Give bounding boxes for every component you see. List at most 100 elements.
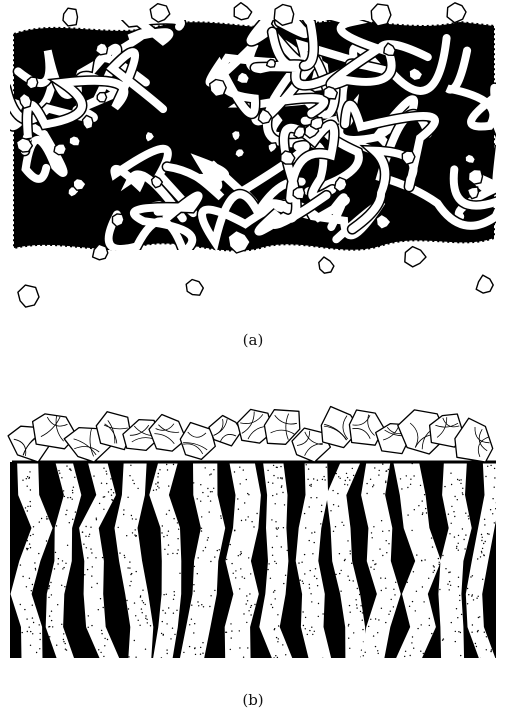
particle xyxy=(27,77,38,89)
stipple-dot xyxy=(202,653,203,654)
stipple-dot xyxy=(341,522,342,523)
stipple-dot xyxy=(29,578,30,579)
stipple-dot xyxy=(356,604,357,605)
stipple-dot xyxy=(416,554,417,555)
stipple-dot xyxy=(353,632,354,633)
stipple-dot xyxy=(362,629,363,630)
stipple-dot xyxy=(217,550,218,551)
stipple-dot xyxy=(98,609,99,610)
stipple-dot xyxy=(126,535,127,536)
stipple-dot xyxy=(366,483,367,484)
stipple-dot xyxy=(134,602,135,603)
stipple-dot xyxy=(63,490,64,491)
stipple-dot xyxy=(373,635,374,636)
stipple-dot xyxy=(195,654,196,655)
stipple-dot xyxy=(434,566,435,567)
particle xyxy=(319,257,334,273)
stipple-dot xyxy=(163,634,164,635)
stipple-dot xyxy=(431,633,432,634)
stipple-dot xyxy=(106,471,107,472)
stipple-dot xyxy=(385,622,386,623)
stipple-dot xyxy=(407,582,408,583)
stipple-dot xyxy=(377,632,378,633)
stipple-dot xyxy=(346,473,347,474)
stipple-dot xyxy=(273,591,274,592)
stipple-dot xyxy=(313,478,314,479)
stipple-dot xyxy=(173,464,174,465)
stipple-dot xyxy=(135,519,136,520)
stipple-dot xyxy=(485,541,486,542)
stipple-dot xyxy=(281,487,282,488)
stipple-dot xyxy=(146,658,147,659)
stipple-dot xyxy=(221,518,222,519)
stipple-dot xyxy=(477,630,478,631)
stipple-dot xyxy=(482,537,483,538)
stipple-dot xyxy=(128,608,129,609)
stipple-dot xyxy=(166,464,167,465)
stipple-dot xyxy=(168,607,169,608)
stipple-dot xyxy=(134,534,135,535)
stipple-dot xyxy=(383,493,384,494)
stipple-dot xyxy=(191,605,192,606)
stipple-dot xyxy=(484,632,485,633)
stipple-dot xyxy=(459,600,460,601)
stipple-dot xyxy=(375,646,376,647)
stipple-dot xyxy=(404,658,405,659)
stipple-dot xyxy=(310,593,311,594)
stipple-dot xyxy=(373,569,374,570)
stipple-dot xyxy=(382,531,383,532)
stipple-dot xyxy=(445,568,446,569)
stipple-dot xyxy=(51,594,52,595)
stipple-dot xyxy=(239,647,240,648)
particle xyxy=(405,247,426,267)
stipple-dot xyxy=(174,591,175,592)
particle xyxy=(113,214,125,227)
stipple-dot xyxy=(458,577,459,578)
stipple-dot xyxy=(375,563,376,564)
stipple-dot xyxy=(320,659,321,660)
stipple-dot xyxy=(386,540,387,541)
stipple-dot xyxy=(352,468,353,469)
stipple-dot xyxy=(468,515,469,516)
stipple-dot xyxy=(85,536,86,537)
stipple-dot xyxy=(213,469,214,470)
stipple-dot xyxy=(337,493,338,494)
stipple-dot xyxy=(382,464,383,465)
stipple-dot xyxy=(56,525,57,526)
stipple-dot xyxy=(314,576,315,577)
stipple-dot xyxy=(238,555,239,556)
stipple-dot xyxy=(30,501,31,502)
stipple-dot xyxy=(386,470,387,471)
stipple-dot xyxy=(27,476,28,477)
stipple-dot xyxy=(460,483,461,484)
stipple-dot xyxy=(246,595,247,596)
stipple-dot xyxy=(46,518,47,519)
stipple-dot xyxy=(233,573,234,574)
stipple-dot xyxy=(475,643,476,644)
stipple-dot xyxy=(245,519,246,520)
stipple-dot xyxy=(132,518,133,519)
stipple-dot xyxy=(373,484,374,485)
stipple-dot xyxy=(103,509,104,510)
stipple-dot xyxy=(161,657,162,658)
stipple-dot xyxy=(322,658,323,659)
stipple-dot xyxy=(458,535,459,536)
stipple-dot xyxy=(172,553,173,554)
stipple-dot xyxy=(157,482,158,483)
stipple-dot xyxy=(420,485,421,486)
particle xyxy=(96,43,108,55)
stipple-dot xyxy=(131,515,132,516)
stipple-dot xyxy=(366,493,367,494)
stipple-dot xyxy=(248,516,249,517)
stipple-dot xyxy=(309,540,310,541)
stipple-dot xyxy=(157,486,158,487)
stipple-dot xyxy=(126,600,127,601)
stipple-dot xyxy=(448,514,449,515)
stipple-dot xyxy=(449,581,450,582)
stipple-dot xyxy=(481,551,482,552)
stipple-dot xyxy=(130,581,131,582)
stipple-dot xyxy=(273,465,274,466)
stipple-dot xyxy=(462,488,463,489)
stipple-dot xyxy=(51,611,52,612)
stipple-dot xyxy=(33,622,34,623)
